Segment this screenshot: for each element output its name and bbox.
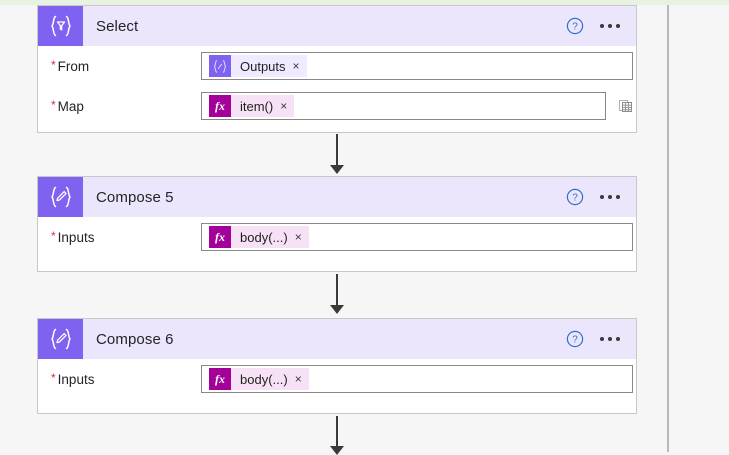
token-remove-icon[interactable]: × [294,230,302,244]
more-options-icon[interactable] [600,337,620,341]
field-label-from: *From [51,59,201,74]
map-input[interactable]: fx item() × [201,92,606,120]
expression-fx-icon: fx [209,368,231,390]
token-remove-icon[interactable]: × [280,99,288,113]
card-body-compose-6: *Inputs fx body(...) × [38,359,636,399]
help-circle-icon[interactable]: ? [566,17,584,35]
field-row-inputs: *Inputs fx body(...) × [38,217,636,257]
svg-text:?: ? [572,335,578,346]
card-title: Compose 5 [96,188,174,206]
card-body-select: *From Outputs × [38,46,636,126]
card-header-compose-6[interactable]: Compose 6 ? [38,319,636,359]
help-circle-icon[interactable]: ? [566,330,584,348]
action-card-compose-5[interactable]: Compose 5 ? *Inputs fx [37,176,637,272]
token-label: body(...) [240,229,288,245]
required-marker: * [51,228,56,243]
action-card-compose-6[interactable]: Compose 6 ? *Inputs fx [37,318,637,414]
token-chip-body-inner: body(...) × [231,368,309,390]
svg-text:fx: fx [215,99,225,113]
help-circle-icon[interactable]: ? [566,188,584,206]
required-marker: * [51,370,56,385]
inputs-input[interactable]: fx body(...) × [201,365,633,393]
card-title: Compose 6 [96,330,174,348]
more-options-icon[interactable] [600,195,620,199]
svg-text:?: ? [572,193,578,204]
required-marker: * [51,57,56,72]
token-label: Outputs [240,58,286,74]
action-card-select[interactable]: Select ? *From [37,5,637,133]
connector-arrow-2 [330,274,345,315]
token-chip-body: item() × [231,95,295,117]
card-header-select[interactable]: Select ? [38,6,636,46]
compose-pencil-icon [38,177,83,217]
select-filter-icon [38,6,83,46]
more-options-icon[interactable] [600,24,620,28]
field-label-inputs: *Inputs [51,230,201,245]
token-chip-body-inner: body(...) × [231,226,309,248]
card-header-compose-5[interactable]: Compose 5 ? [38,177,636,217]
field-label-map: *Map [51,99,201,114]
field-label-text: Map [57,98,84,114]
right-side-pane [670,5,729,452]
token-chip-body: Outputs × [231,55,307,77]
card-title: Select [96,17,139,35]
inputs-input[interactable]: fx body(...) × [201,223,633,251]
expression-fx-icon: fx [209,95,231,117]
svg-text:fx: fx [215,372,225,386]
required-marker: * [51,97,56,112]
field-label-text: Inputs [57,229,95,245]
from-input[interactable]: Outputs × [201,52,633,80]
field-row-map: *Map fx item() × [38,86,636,126]
field-row-from: *From Outputs × [38,46,636,86]
field-label-text: Inputs [57,371,95,387]
top-status-strip [0,0,729,5]
compose-pencil-icon [38,319,83,359]
token-chip-body[interactable]: fx body(...) × [209,226,309,248]
token-label: item() [240,98,274,114]
token-chip-item[interactable]: fx item() × [209,95,295,117]
svg-text:fx: fx [215,230,225,244]
token-label: body(...) [240,371,288,387]
token-remove-icon[interactable]: × [292,59,300,73]
connector-arrow-3 [330,416,345,455]
field-label-text: From [57,58,90,74]
token-remove-icon[interactable]: × [294,372,302,386]
pane-divider [667,5,669,452]
token-chip-outputs[interactable]: Outputs × [209,55,307,77]
field-row-inputs: *Inputs fx body(...) × [38,359,636,399]
connector-arrow-1 [330,134,345,175]
svg-text:?: ? [572,22,578,33]
switch-to-text-mode-icon[interactable] [618,98,634,114]
expression-fx-icon: fx [209,226,231,248]
field-label-inputs: *Inputs [51,372,201,387]
card-body-compose-5: *Inputs fx body(...) × [38,217,636,257]
compose-token-icon [209,55,231,77]
token-chip-body[interactable]: fx body(...) × [209,368,309,390]
